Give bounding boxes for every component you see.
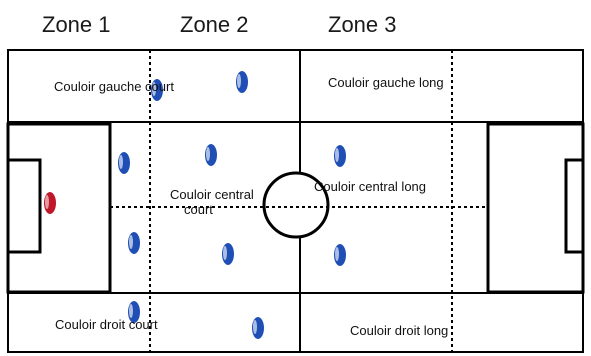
zone-3-label: Zone 3 — [328, 12, 397, 37]
player-figure-icon — [205, 144, 217, 166]
central-corridor-short-label-2: court — [184, 202, 213, 217]
left-corridor-long-label: Couloir gauche long — [328, 75, 444, 90]
zone-1-label: Zone 1 — [42, 12, 111, 37]
right-penalty-area — [486, 122, 585, 294]
player-figure-icon — [151, 79, 163, 101]
left-goal-area — [6, 158, 42, 254]
player-figure-icon — [334, 145, 346, 167]
player-figure-icon — [118, 152, 130, 174]
player-figure-icon — [236, 71, 248, 93]
player-figure-icon — [334, 244, 346, 266]
player-figure-icon — [222, 243, 234, 265]
right-corridor-short-label: Couloir droit court — [55, 317, 158, 332]
player-figure-icon — [128, 232, 140, 254]
right-goal-area — [564, 158, 585, 254]
central-corridor-long-label: Couloir central long — [314, 179, 427, 194]
left-corridor-short-label: Couloir gauche court — [54, 79, 174, 94]
left-penalty-area — [6, 122, 112, 294]
zone-2-label: Zone 2 — [180, 12, 249, 37]
player-figure-icon — [252, 317, 264, 339]
centre-circle — [262, 171, 330, 239]
central-corridor-short-label-1: Couloir central — [170, 187, 254, 202]
right-corridor-long-label: Couloir droit long — [350, 323, 449, 338]
goalkeeper-figure-icon — [44, 192, 56, 214]
player-figure-icon — [128, 301, 140, 323]
